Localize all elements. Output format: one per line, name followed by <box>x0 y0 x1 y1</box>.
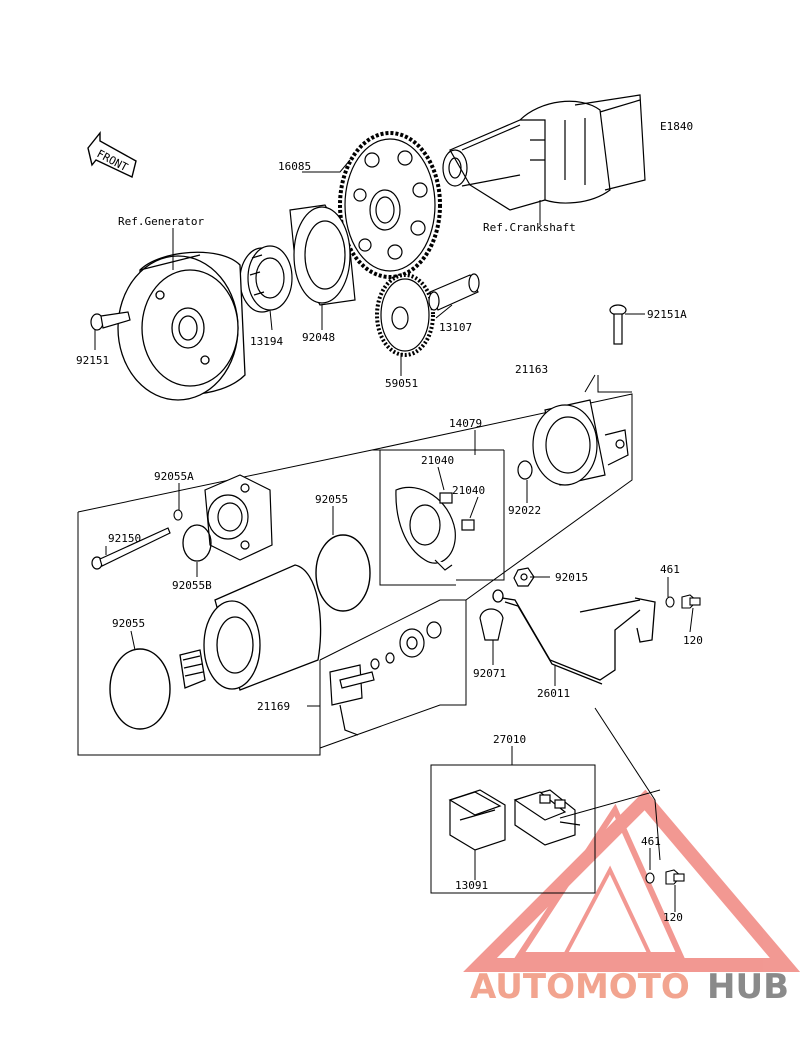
label-59051: 59051 <box>385 377 418 390</box>
terminal-group-frame <box>319 599 467 749</box>
label-461-lower: 461 <box>641 835 661 848</box>
label-92048: 92048 <box>302 331 335 344</box>
bolt-120-lower <box>665 869 685 885</box>
washer-plate-92048 <box>289 204 356 306</box>
label-21163: 21163 <box>515 363 548 376</box>
starter-clutch-gear-16085 <box>338 131 442 279</box>
label-21040-b: 21040 <box>452 484 485 497</box>
label-92151: 92151 <box>76 354 109 367</box>
generator-rotor-drawing <box>117 251 246 401</box>
ref-crankshaft-label: Ref.Crankshaft <box>483 221 576 234</box>
label-13194: 13194 <box>250 335 283 348</box>
label-461-upper: 461 <box>660 563 680 576</box>
label-92150: 92150 <box>108 532 141 545</box>
label-92055-upper: 92055 <box>315 493 348 506</box>
label-92015: 92015 <box>555 571 588 584</box>
watermark-part2: HUB <box>707 967 789 1007</box>
label-92022: 92022 <box>508 504 541 517</box>
o-ring-92055A <box>173 509 183 521</box>
bolt-120-upper <box>681 594 701 609</box>
label-92151A: 92151A <box>647 308 687 321</box>
label-92055B: 92055B <box>172 579 212 592</box>
label-13107: 13107 <box>439 321 472 334</box>
long-bolt-92150 <box>91 527 171 570</box>
label-27010: 27010 <box>493 733 526 746</box>
bolt-92151A <box>609 304 627 345</box>
label-16085: 16085 <box>278 160 311 173</box>
label-13091: 13091 <box>455 879 488 892</box>
label-26011: 26011 <box>537 687 570 700</box>
front-arrow-icon: FRONT <box>87 131 137 178</box>
ref-generator-label: Ref.Generator <box>118 215 204 228</box>
label-14079: 14079 <box>449 417 482 430</box>
nut-92015 <box>513 567 535 587</box>
front-cover-assembly <box>204 474 273 561</box>
idle-gear-59051 <box>375 273 435 357</box>
o-ring-92022 <box>517 460 533 480</box>
shaft-13107 <box>428 273 480 311</box>
washer-461-upper <box>665 596 675 608</box>
label-92055A: 92055A <box>154 470 194 483</box>
label-120-upper: 120 <box>683 634 703 647</box>
label-92055-lower: 92055 <box>112 617 145 630</box>
rear-end-cover-21163 <box>532 399 629 486</box>
starter-relay-27010 <box>513 789 581 846</box>
starter-cable-26011 <box>492 589 656 685</box>
watermark-part1: AUTOMOTO <box>470 967 690 1007</box>
label-120-lower: 120 <box>663 911 683 924</box>
terminal-bolt-21169 <box>329 621 442 736</box>
label-21169: 21169 <box>257 700 290 713</box>
leader-lines <box>94 159 694 912</box>
crankshaft-drawing <box>442 94 646 211</box>
bolt-92151 <box>90 311 131 331</box>
relay-cover-13091 <box>448 789 506 851</box>
label-21040-a: 21040 <box>421 454 454 467</box>
one-way-clutch-13194 <box>239 245 293 313</box>
rubber-cap-92071 <box>479 608 504 641</box>
o-ring-92055-upper <box>315 534 371 612</box>
label-92071: 92071 <box>473 667 506 680</box>
watermark-wordmark: AUTOMOTO HUB <box>470 967 789 1007</box>
o-ring-92055B <box>182 524 212 562</box>
washer-461-lower <box>645 872 655 884</box>
diagram-code: E1840 <box>660 120 693 133</box>
relay-group-frame <box>430 764 596 894</box>
starter-motor-yoke <box>179 564 322 691</box>
o-ring-92055-lower <box>109 648 171 730</box>
brush-plate-14079 <box>395 486 475 571</box>
